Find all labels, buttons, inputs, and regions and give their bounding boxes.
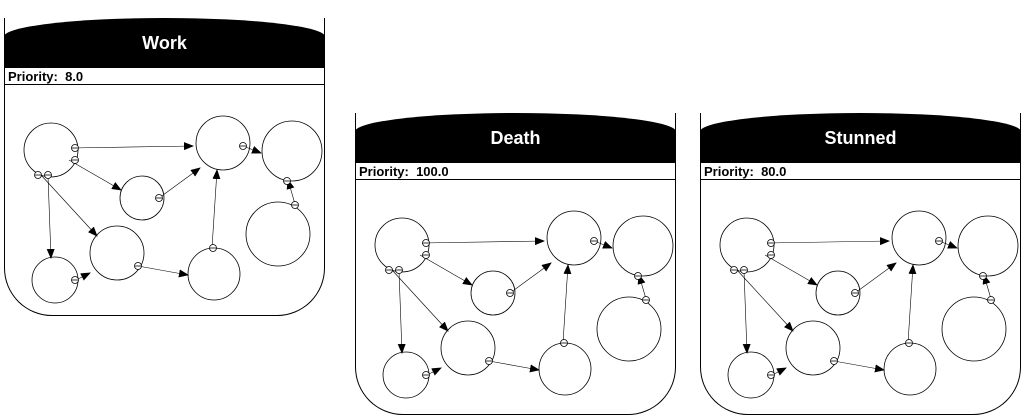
transition-arrow [764, 254, 818, 286]
state-card-work[interactable]: Work Priority: 8.0 [4, 18, 325, 316]
connector-handle[interactable] [935, 237, 943, 245]
transition-arrow [46, 175, 55, 259]
state-node[interactable] [89, 225, 145, 281]
connector-handle[interactable] [209, 244, 217, 252]
state-title[interactable]: Work [4, 18, 325, 68]
connector-handle[interactable] [767, 371, 775, 379]
state-card-death[interactable]: Death Priority: 100.0 [355, 113, 676, 415]
state-node[interactable] [23, 122, 79, 178]
state-network-diagram [719, 210, 1019, 399]
priority-value: 8.0 [65, 69, 84, 84]
connector-handle[interactable] [642, 296, 650, 304]
connector-handle[interactable] [506, 289, 514, 297]
state-node[interactable] [261, 120, 323, 182]
transition-arrow [391, 269, 449, 332]
connector-handle[interactable] [767, 239, 775, 247]
state-node[interactable] [119, 175, 165, 221]
state-node[interactable] [470, 270, 516, 316]
transition-arrow [562, 264, 572, 344]
transition-arrow [833, 360, 885, 373]
state-node[interactable] [883, 342, 937, 396]
transition-arrow [68, 159, 122, 191]
state-card-stunned[interactable]: Stunned Priority: 80.0 [700, 113, 1021, 415]
transition-arrow [397, 270, 406, 354]
state-title-text: Stunned [824, 127, 897, 148]
state-network-diagram [23, 115, 323, 304]
priority-label: Priority: [704, 164, 754, 179]
transition-arrow [907, 264, 917, 344]
connector-handle[interactable] [485, 357, 493, 365]
connector-handle[interactable] [560, 339, 568, 347]
state-title-text: Death [490, 127, 541, 148]
state-node[interactable] [538, 342, 592, 396]
transition-arrow [211, 169, 221, 249]
connector-handle[interactable] [979, 272, 987, 280]
state-node[interactable] [374, 217, 430, 273]
state-node[interactable] [719, 217, 775, 273]
connector-handle[interactable] [590, 237, 598, 245]
state-node[interactable] [546, 210, 602, 266]
transition-arrow [137, 265, 189, 278]
connector-handle[interactable] [134, 262, 142, 270]
transition-arrow [509, 262, 552, 294]
state-node[interactable] [815, 270, 861, 316]
connector-handle[interactable] [987, 296, 995, 304]
state-node[interactable] [785, 320, 841, 376]
priority-row: Priority: 80.0 [701, 163, 1020, 180]
transition-arrow [70, 142, 194, 151]
connector-handle[interactable] [34, 171, 42, 179]
state-node[interactable] [245, 201, 311, 267]
priority-value: 100.0 [416, 164, 449, 179]
connector-handle[interactable] [422, 251, 430, 259]
connector-handle[interactable] [283, 177, 291, 185]
connector-handle[interactable] [71, 276, 79, 284]
connector-handle[interactable] [422, 239, 430, 247]
connector-handle[interactable] [422, 371, 430, 379]
connector-handle[interactable] [851, 289, 859, 297]
transition-arrow [488, 360, 540, 373]
connector-handle[interactable] [767, 251, 775, 259]
transition-arrow [158, 167, 201, 199]
transition-arrow [419, 254, 473, 286]
connector-handle[interactable] [44, 171, 52, 179]
state-title[interactable]: Death [355, 113, 676, 163]
connector-handle[interactable] [385, 266, 393, 274]
state-network-diagram [374, 210, 674, 399]
state-node[interactable] [31, 256, 79, 304]
connector-handle[interactable] [155, 194, 163, 202]
state-title[interactable]: Stunned [700, 113, 1021, 163]
state-node[interactable] [612, 215, 674, 277]
connector-handle[interactable] [71, 156, 79, 164]
connector-handle[interactable] [740, 266, 748, 274]
connector-handle[interactable] [634, 272, 642, 280]
connector-handle[interactable] [395, 266, 403, 274]
state-node[interactable] [941, 296, 1007, 362]
transition-arrow [742, 270, 751, 354]
priority-value: 80.0 [761, 164, 787, 179]
connector-handle[interactable] [71, 144, 79, 152]
state-node[interactable] [957, 215, 1019, 277]
transition-arrow [736, 269, 794, 332]
transition-arrow [421, 237, 545, 246]
connector-handle[interactable] [905, 339, 913, 347]
connector-handle[interactable] [830, 357, 838, 365]
state-node[interactable] [187, 247, 241, 301]
connector-handle[interactable] [730, 266, 738, 274]
state-node[interactable] [440, 320, 496, 376]
state-node[interactable] [596, 296, 662, 362]
transition-arrow [40, 174, 98, 237]
priority-label: Priority: [8, 69, 58, 84]
state-node[interactable] [195, 115, 251, 171]
priority-row: Priority: 8.0 [5, 68, 324, 85]
transition-arrow [854, 262, 897, 294]
state-node[interactable] [891, 210, 947, 266]
transition-arrow [766, 237, 890, 246]
priority-label: Priority: [359, 164, 409, 179]
state-title-text: Work [142, 32, 187, 53]
state-node[interactable] [727, 351, 775, 399]
connector-handle[interactable] [291, 201, 299, 209]
priority-row: Priority: 100.0 [356, 163, 675, 180]
connector-handle[interactable] [239, 142, 247, 150]
